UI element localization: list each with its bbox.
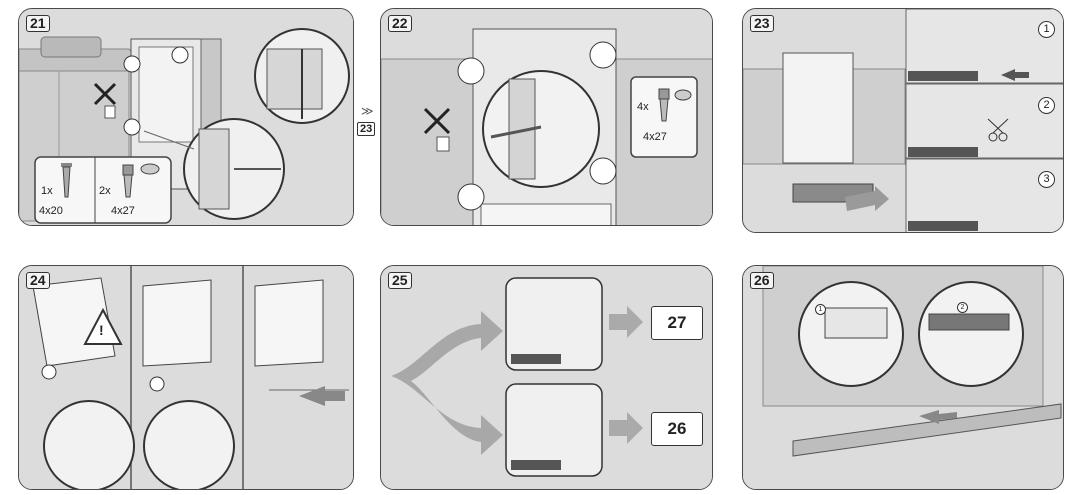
screw-anchor-icon bbox=[658, 88, 692, 122]
step-number: 26 bbox=[750, 272, 774, 289]
screw-a-size: 4x20 bbox=[39, 205, 63, 217]
step-23-panel: 23 1 2 3 bbox=[742, 8, 1064, 233]
step-number: 25 bbox=[388, 272, 412, 289]
step-25-illustration bbox=[381, 266, 712, 489]
step-24-panel: 24 ! bbox=[18, 265, 354, 490]
step-26-illustration bbox=[743, 266, 1063, 489]
screw-icon bbox=[61, 163, 72, 198]
step-number: 24 bbox=[26, 272, 50, 289]
screw-b-size: 4x27 bbox=[111, 205, 135, 217]
step-number: 23 bbox=[750, 15, 774, 32]
warning-icon bbox=[83, 307, 123, 345]
step-24-illustration bbox=[19, 266, 353, 489]
step-21-panel: 21 1x 4x20 2x 4x27 bbox=[18, 8, 354, 226]
chevron-icon: ≫ bbox=[361, 104, 374, 118]
step-22-panel: 22 4x 4x27 bbox=[380, 8, 713, 226]
step-21-illustration bbox=[19, 9, 353, 225]
detail-2 bbox=[905, 83, 1063, 159]
detail-1 bbox=[905, 9, 1063, 84]
screw-qty: 4x bbox=[637, 101, 649, 113]
cross-ref-step: 23 bbox=[357, 122, 376, 136]
step-25-panel: 25 27 26 bbox=[380, 265, 713, 490]
position-1-label: 1 bbox=[815, 304, 826, 315]
warning-mark: ! bbox=[99, 322, 104, 338]
scissors-icon bbox=[987, 118, 1009, 142]
step-23-illustration bbox=[743, 9, 1063, 232]
position-3-label: 3 bbox=[1038, 171, 1055, 188]
go-to-step-26: 26 bbox=[651, 412, 703, 446]
go-to-step-27: 27 bbox=[651, 306, 703, 340]
detail-3 bbox=[905, 158, 1063, 232]
screw-anchor-icon bbox=[122, 163, 160, 198]
arrow-icon bbox=[391, 311, 503, 455]
position-1-label: 1 bbox=[1038, 21, 1055, 38]
cross-out-icon bbox=[93, 82, 117, 106]
screw-b-qty: 2x bbox=[99, 185, 111, 197]
screw-a-qty: 1x bbox=[41, 185, 53, 197]
step-22-illustration bbox=[381, 9, 712, 225]
step-number: 22 bbox=[388, 15, 412, 32]
screw-size: 4x27 bbox=[643, 131, 667, 143]
step-26-panel: 26 1 2 bbox=[742, 265, 1064, 490]
position-2-label: 2 bbox=[1038, 97, 1055, 114]
cross-out-icon bbox=[423, 107, 451, 135]
position-2-label: 2 bbox=[957, 302, 968, 313]
step-number: 21 bbox=[26, 15, 50, 32]
